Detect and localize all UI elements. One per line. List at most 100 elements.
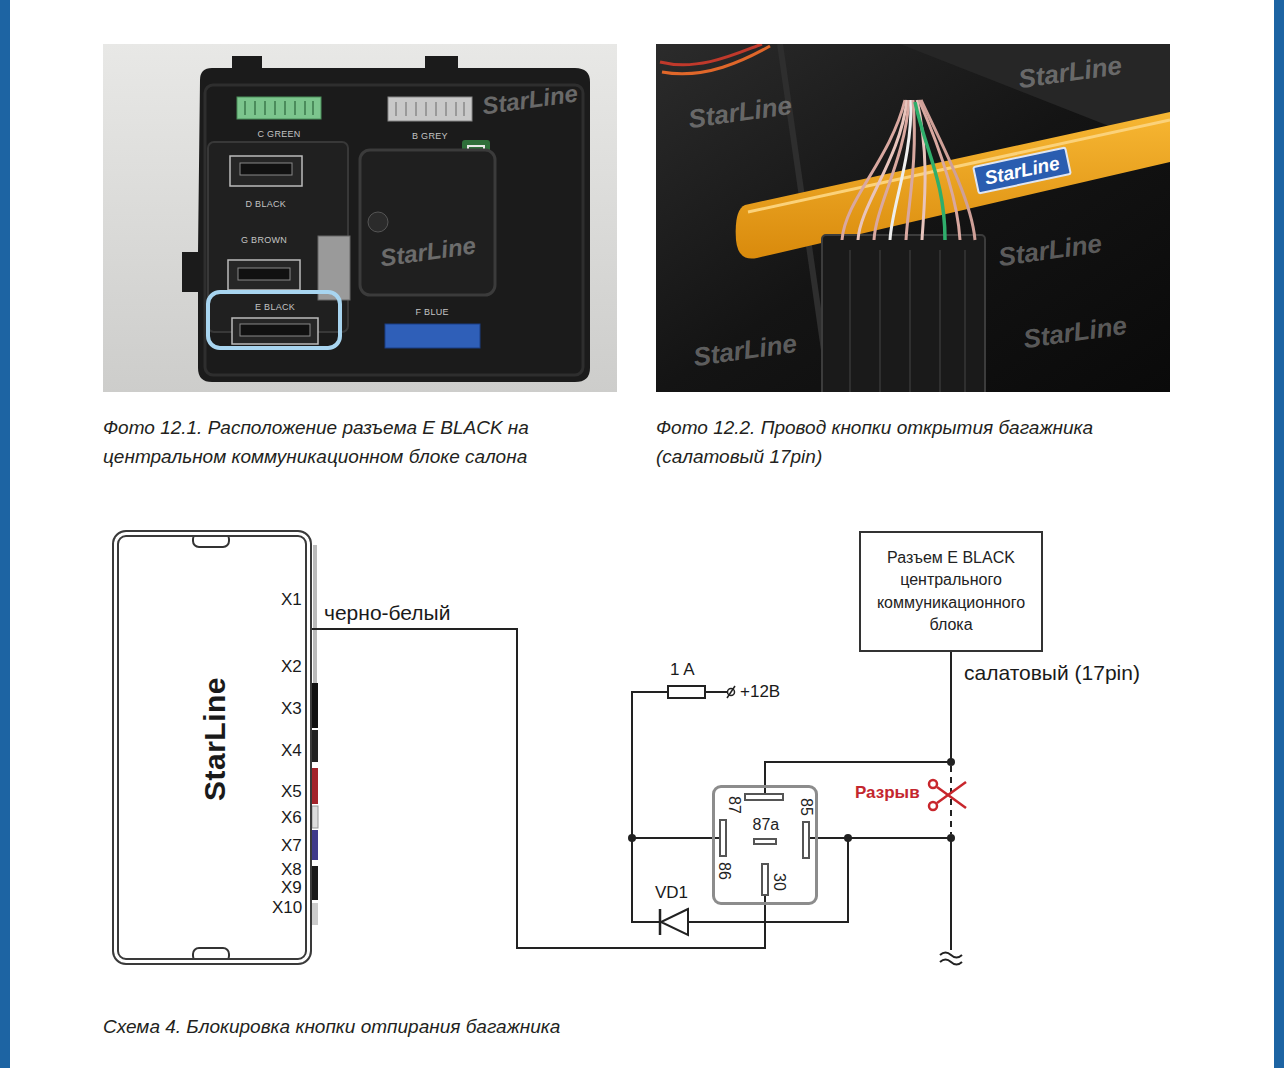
brand-logo: StarLine bbox=[200, 677, 230, 801]
supply-label: +12В bbox=[740, 683, 780, 700]
fuse-symbol bbox=[727, 686, 735, 698]
pin-label: X8 bbox=[281, 861, 302, 878]
control-unit-photo bbox=[396, 102, 464, 116]
wire-connector bbox=[765, 652, 951, 785]
junction-dot bbox=[628, 834, 636, 842]
relay-contact bbox=[720, 820, 726, 856]
pin-number: 85 bbox=[798, 798, 814, 816]
control-unit-photo bbox=[205, 85, 583, 375]
wire bbox=[950, 766, 952, 834]
wire-photo bbox=[822, 235, 985, 392]
relay-contact bbox=[803, 822, 809, 858]
pin-label: X4 bbox=[281, 742, 302, 759]
connector-pin bbox=[312, 768, 318, 804]
relay-symbol: 878587a8630 bbox=[712, 785, 818, 905]
pin-number: 30 bbox=[771, 873, 787, 891]
control-unit-photo bbox=[103, 44, 617, 392]
wire bbox=[950, 838, 952, 950]
connector-box: Разъем E BLACK центрального коммуникацио… bbox=[859, 531, 1043, 652]
junction-dot bbox=[844, 834, 852, 842]
connector-pin bbox=[193, 533, 229, 547]
control-unit-photo bbox=[232, 318, 318, 344]
connector-pin bbox=[312, 806, 318, 828]
control-unit-photo bbox=[360, 150, 495, 295]
scissors-icon bbox=[937, 782, 966, 803]
control-unit-photo bbox=[388, 97, 472, 121]
diode-symbol bbox=[661, 909, 688, 935]
control-unit-photo bbox=[182, 56, 590, 382]
pin-label: X5 bbox=[281, 783, 302, 800]
connector-tag: C GREEN bbox=[258, 130, 301, 139]
scissors-icon bbox=[929, 780, 937, 788]
wire-photo bbox=[906, 100, 914, 240]
control-unit-photo bbox=[230, 156, 302, 186]
pin-number: 87a bbox=[753, 817, 780, 833]
wire bbox=[940, 960, 962, 965]
pin-label: X10 bbox=[272, 899, 302, 916]
wire bbox=[940, 953, 962, 958]
figure-caption: Схема 4. Блокировка кнопки отпирания баг… bbox=[103, 1012, 803, 1041]
wire-photo bbox=[858, 100, 907, 240]
wire-photo bbox=[850, 250, 965, 392]
connector-tag: G BROWN bbox=[241, 236, 287, 245]
junction-dot bbox=[628, 758, 955, 842]
wire bbox=[809, 837, 951, 839]
control-unit-photo bbox=[228, 260, 300, 290]
control-unit-photo bbox=[103, 44, 617, 392]
connector-tag: D BLACK bbox=[246, 200, 287, 209]
connector-pin bbox=[193, 533, 318, 962]
wire-photo bbox=[842, 100, 905, 240]
wire bbox=[632, 838, 660, 922]
pin-number: 86 bbox=[716, 862, 732, 880]
wire-label: черно-белый bbox=[322, 602, 452, 623]
pin-label: X9 bbox=[281, 879, 302, 896]
control-unit-photo bbox=[237, 97, 321, 119]
control-unit-photo bbox=[368, 212, 388, 232]
wire bbox=[632, 692, 962, 965]
scissors-icon bbox=[929, 780, 966, 810]
control-unit-photo bbox=[238, 268, 290, 280]
wire bbox=[705, 691, 727, 693]
connector-pin bbox=[312, 903, 318, 925]
wire bbox=[632, 837, 720, 839]
connector-pin bbox=[313, 545, 317, 685]
control-unit-photo bbox=[385, 324, 480, 348]
connector-pin bbox=[193, 948, 229, 962]
box-text: Разъем E BLACK центрального коммуникацио… bbox=[867, 547, 1035, 637]
pin-label: X6 bbox=[281, 809, 302, 826]
fuse-symbol bbox=[668, 686, 705, 698]
diode-symbol bbox=[659, 909, 662, 935]
wire-photo bbox=[660, 44, 762, 65]
control-unit-photo bbox=[240, 324, 310, 336]
relay-contact bbox=[754, 839, 776, 844]
wire-photo bbox=[921, 100, 975, 240]
connector-tag: B GREY bbox=[412, 132, 448, 141]
relay-contact bbox=[720, 794, 809, 895]
frame-bar bbox=[0, 0, 10, 1068]
junction-dot bbox=[947, 834, 955, 842]
alarm-unit: StarLine X1X2X3X4X5X6X7X8X9X10 bbox=[112, 530, 312, 965]
relay-contact bbox=[762, 864, 768, 895]
pin-label: X7 bbox=[281, 837, 302, 854]
photo-caption: Фото 12.1. Расположение разъема E BLACK … bbox=[103, 413, 603, 472]
relay-contact bbox=[745, 794, 783, 800]
wire-photo bbox=[915, 102, 945, 240]
control-unit-photo bbox=[245, 101, 313, 115]
wire bbox=[632, 692, 668, 838]
pin-label: X3 bbox=[281, 700, 302, 717]
control-unit-photo bbox=[208, 292, 340, 348]
connector-pin bbox=[312, 830, 318, 860]
wire-photo bbox=[748, 120, 1170, 212]
photo-caption: Фото 12.2. Провод кнопки открытия багажн… bbox=[656, 413, 1166, 472]
connector-tag: E BLACK bbox=[255, 303, 295, 312]
pin-label: X1 bbox=[281, 591, 302, 608]
connector-tag: F BLUE bbox=[416, 308, 449, 317]
wire-connector bbox=[312, 629, 765, 948]
fuse-rating: 1 A bbox=[670, 661, 695, 678]
wire-photo bbox=[662, 46, 770, 74]
pin-label: X2 bbox=[281, 658, 302, 675]
